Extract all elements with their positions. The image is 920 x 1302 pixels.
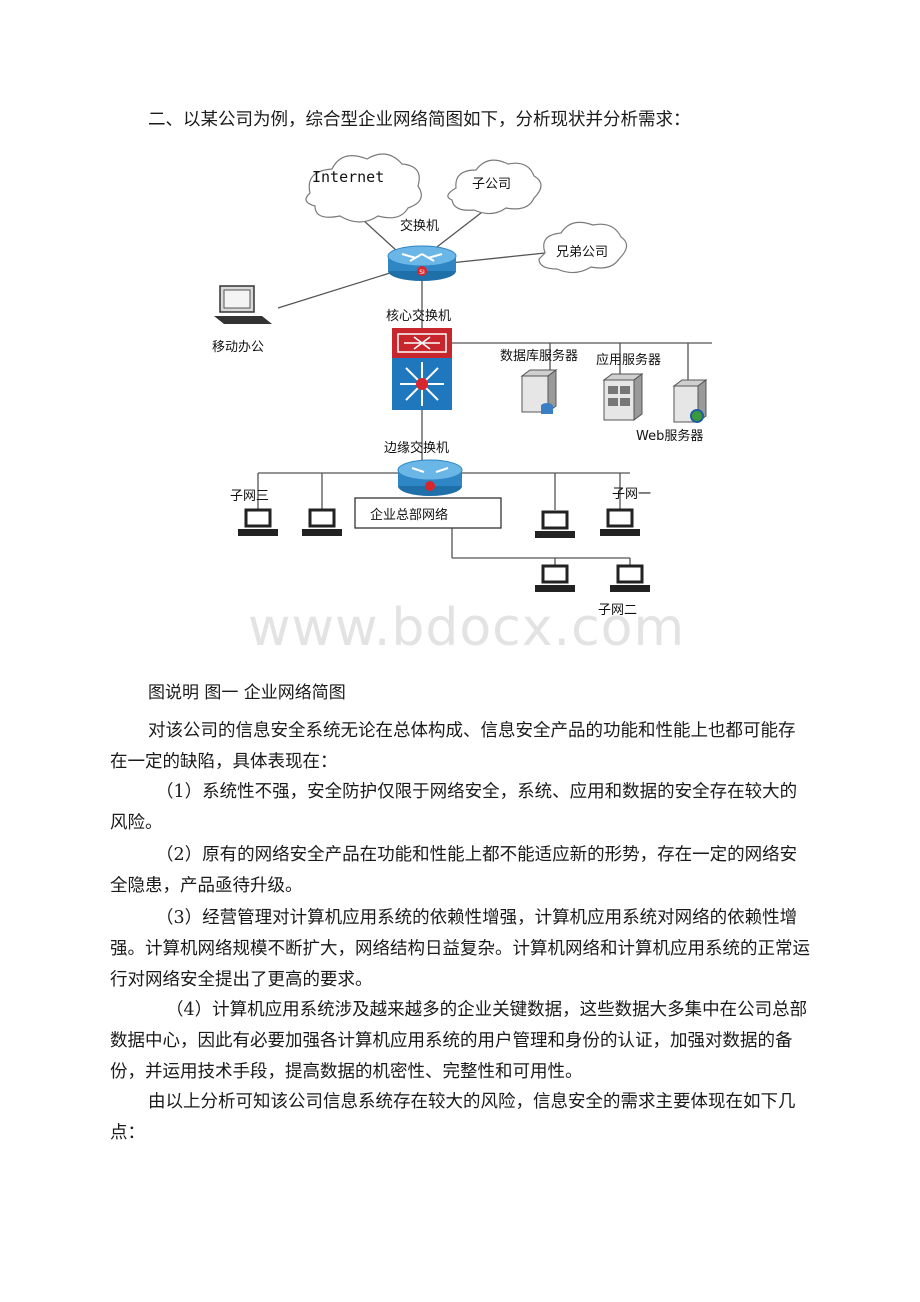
switch-label: 交换机: [400, 218, 439, 234]
internet-cloud: Internet: [305, 153, 422, 223]
connection-lines: [257, 205, 712, 566]
db-server-label: 数据库服务器: [500, 348, 578, 364]
edge-switch-label: 边缘交换机: [384, 440, 449, 456]
edge-switch-icon: 边缘交换机: [384, 440, 463, 496]
workstation-icon: [610, 564, 650, 592]
section-heading: 二、以某公司为例，综合型企业网络简图如下，分析现状并分析需求：: [148, 110, 691, 130]
switch-icon: 交换机 SI: [387, 218, 457, 281]
workstation-icon: [600, 508, 640, 536]
subsidiary-label: 子公司: [472, 177, 511, 192]
body-paragraph: （1）系统性不强，安全防护仅限于网络安全，系统、应用和数据的安全存在较大的风险。: [110, 782, 798, 833]
app-server-label: 应用服务器: [596, 352, 661, 368]
workstation-icon: [302, 508, 342, 536]
web-server-label: Web服务器: [636, 428, 703, 444]
body-paragraph: 对该公司的信息安全系统无论在总体构成、信息安全产品的功能和性能上也都可能存在一定…: [110, 721, 796, 772]
subnet1-label: 子网一: [612, 487, 651, 502]
sibling-company-label: 兄弟公司: [556, 245, 608, 260]
application-server-icon: 应用服务器: [596, 352, 661, 421]
body-paragraph: （4）计算机应用系统涉及越来越多的企业关键数据，这些数据大多集中在公司总部数据中…: [110, 1000, 808, 1082]
hq-network-box: 企业总部网络: [354, 497, 502, 529]
workstation-icon: [535, 564, 575, 592]
subnet2-label: 子网二: [598, 603, 637, 618]
core-switch-label: 核心交换机: [386, 308, 451, 324]
internet-label: Internet: [312, 168, 384, 186]
subnet3-label: 子网三: [230, 489, 269, 504]
figure-caption: 图说明 图一 企业网络简图: [148, 683, 346, 703]
body-paragraph: 由以上分析可知该公司信息系统存在较大的风险，信息安全的需求主要体现在如下几点：: [110, 1092, 796, 1143]
hq-network-label: 企业总部网络: [370, 507, 448, 523]
body-paragraph: （3）经营管理对计算机应用系统的依赖性增强，计算机应用系统对网络的依赖性增强。计…: [110, 908, 810, 990]
subsidiary-cloud: 子公司: [447, 159, 542, 215]
workstation-icon: [535, 510, 575, 538]
mobile-office-label: 移动办公: [212, 340, 264, 355]
database-server-icon: 数据库服务器: [500, 348, 578, 414]
core-switch-icon: 核心交换机: [386, 308, 452, 410]
sibling-company-cloud: 兄弟公司: [538, 221, 628, 274]
web-server-icon: Web服务器: [636, 379, 708, 444]
watermark: www.bdocx.com: [248, 598, 686, 658]
network-diagram: Internet 子公司 兄弟公司 交换机 SI 移动办公 核心交换机: [212, 153, 712, 618]
workstation-icon: [238, 508, 278, 536]
laptop-icon: 移动办公: [212, 285, 272, 355]
body-paragraph: （2）原有的网络安全产品在功能和性能上都不能适应新的形势，存在一定的网络安全隐患…: [110, 845, 798, 896]
svg-text:SI: SI: [419, 269, 425, 276]
